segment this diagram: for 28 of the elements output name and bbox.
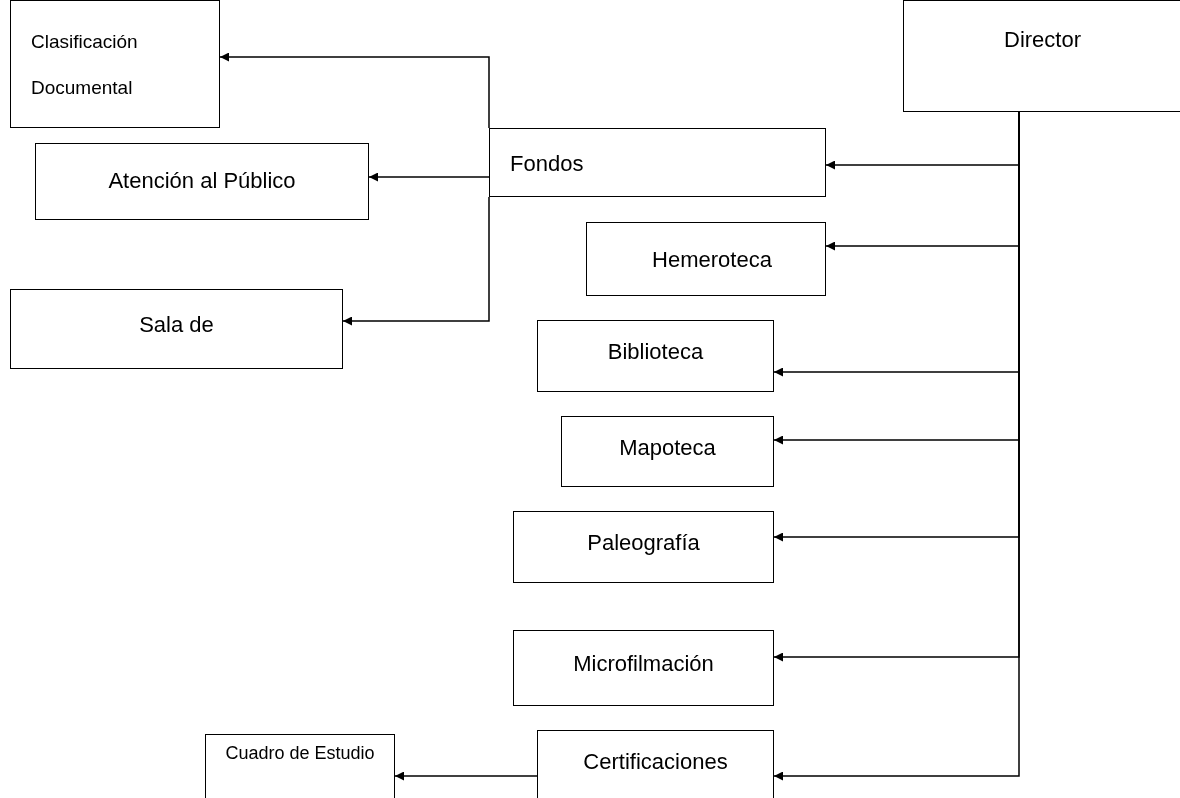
box-label: Cuadro de Estudio bbox=[225, 742, 375, 765]
org-box bbox=[489, 128, 826, 197]
box-label: Sala de bbox=[139, 311, 214, 339]
org-box bbox=[513, 630, 774, 706]
arrow bbox=[368, 172, 490, 182]
org-box bbox=[35, 143, 369, 220]
box-label: Biblioteca bbox=[607, 338, 704, 366]
org-box bbox=[513, 511, 774, 583]
org-box bbox=[903, 0, 1180, 112]
arrow bbox=[394, 771, 538, 781]
box-label: Microfilmación bbox=[573, 650, 714, 678]
box-label: Director bbox=[1004, 26, 1081, 54]
org-box bbox=[586, 222, 826, 296]
arrow bbox=[219, 52, 490, 129]
box-label: Paleografía bbox=[587, 529, 700, 557]
arrow bbox=[342, 196, 490, 326]
box-label: Hemeroteca bbox=[652, 245, 772, 274]
box-label: Clasificación Documental bbox=[31, 30, 139, 100]
box-label: Mapoteca bbox=[619, 434, 716, 462]
org-box bbox=[205, 734, 395, 798]
box-label: Atención al Público bbox=[108, 167, 296, 195]
org-box bbox=[561, 416, 774, 487]
org-box bbox=[537, 320, 774, 392]
box-label: Certificaciones bbox=[583, 748, 728, 776]
org-box bbox=[10, 0, 220, 128]
org-box bbox=[10, 289, 343, 369]
org-box bbox=[537, 730, 774, 798]
box-label: Fondos bbox=[510, 150, 584, 178]
